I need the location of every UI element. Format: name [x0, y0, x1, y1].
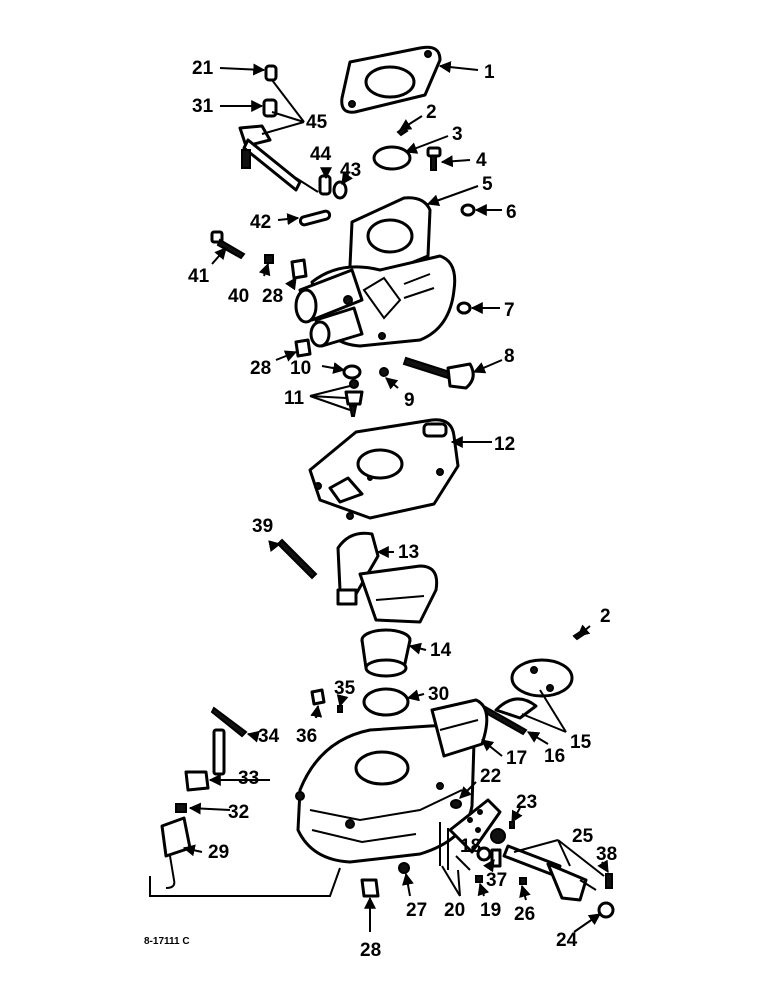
- callout-28-bottom: 28: [360, 940, 381, 961]
- part-pin-23: [509, 821, 515, 829]
- callout-31: 31: [192, 96, 214, 117]
- callout-35: 35: [334, 678, 356, 699]
- figure-code: 8-17111 C: [144, 936, 190, 947]
- part-washer: [332, 180, 348, 200]
- part-idle-screw: [210, 230, 246, 260]
- part-throttle-valve: [372, 145, 412, 171]
- part-screw-19: [475, 875, 483, 883]
- callout-17: 17: [506, 748, 527, 769]
- part-adjusting-needle: [402, 356, 475, 390]
- part-float: [336, 531, 439, 624]
- part-plug-36: [310, 688, 326, 706]
- part-spring-37: [490, 848, 502, 868]
- callout-4: 4: [476, 150, 487, 171]
- part-plug: [460, 203, 476, 217]
- callout-8: 8: [504, 346, 515, 367]
- callout-40: 40: [228, 286, 249, 307]
- callout-9: 9: [404, 390, 415, 411]
- callout-39: 39: [252, 516, 273, 537]
- callout-10: 10: [290, 358, 311, 379]
- part-plug-27: [398, 862, 410, 874]
- callout-25: 25: [572, 826, 594, 847]
- part-spring: [318, 174, 332, 196]
- callout-20: 20: [444, 900, 465, 921]
- callout-34: 34: [258, 726, 280, 747]
- part-tube-fitting: [184, 770, 210, 792]
- part-idle-tube: [212, 728, 226, 776]
- callout-14: 14: [430, 640, 452, 661]
- callout-27: 27: [406, 900, 427, 921]
- callout-1: 1: [484, 62, 495, 83]
- callout-15: 15: [570, 732, 592, 753]
- part-drain-plug: [360, 878, 380, 898]
- callout-labels: 1 2 3 4 5 6 7 8 9 10 11 12 13 14 30 2 15…: [144, 58, 617, 961]
- callout-7: 7: [504, 300, 515, 321]
- part-needle-seat: [344, 379, 364, 417]
- callout-19: 19: [480, 900, 501, 921]
- part-small-plug: [264, 254, 274, 264]
- callout-38: 38: [596, 844, 617, 865]
- callout-23: 23: [516, 792, 537, 813]
- part-venturi: [360, 628, 412, 678]
- part-pipe-plug: [290, 258, 308, 280]
- part-screw: [426, 146, 442, 171]
- callout-11: 11: [284, 388, 305, 409]
- callout-41: 41: [188, 266, 210, 287]
- callout-12: 12: [494, 434, 515, 455]
- part-washer-26: [519, 877, 527, 885]
- callout-3: 3: [452, 124, 463, 145]
- callout-30: 30: [428, 684, 449, 705]
- callout-36: 36: [296, 726, 317, 747]
- part-float-pin: [276, 538, 318, 580]
- part-needle-seat-gasket: [342, 364, 362, 380]
- part-pin-38: [605, 873, 613, 889]
- callout-28-upper: 28: [262, 286, 283, 307]
- part-ball-check: [337, 705, 343, 713]
- part-washer-22: [450, 799, 462, 809]
- part-bowl-gasket: [308, 418, 460, 520]
- callout-29: 29: [208, 842, 229, 863]
- callout-26: 26: [514, 904, 535, 925]
- callout-6: 6: [506, 202, 517, 223]
- callout-42: 42: [250, 212, 271, 233]
- part-bracket-20: [439, 822, 471, 871]
- part-pipe-plug-2: [294, 338, 312, 358]
- callout-28-mid: 28: [250, 358, 271, 379]
- leader-lines: [182, 61, 609, 933]
- part-pin: [298, 209, 332, 227]
- callout-2-choke: 2: [600, 606, 611, 627]
- part-venturi-gasket: [362, 687, 410, 717]
- part-choke-valve: [494, 658, 574, 720]
- callout-37: 37: [486, 870, 507, 891]
- callout-24: 24: [556, 930, 578, 951]
- part-small-washer: [175, 803, 187, 813]
- callout-13: 13: [398, 542, 419, 563]
- callout-2: 2: [426, 102, 437, 123]
- part-ball-23: [490, 828, 506, 844]
- part-plug-2: [456, 301, 472, 315]
- callout-33: 33: [238, 768, 259, 789]
- callout-32: 32: [228, 802, 249, 823]
- callout-43: 43: [340, 160, 361, 181]
- callout-16: 16: [544, 746, 565, 767]
- part-flange-gasket: [340, 45, 442, 114]
- part-throttle-shaft: [238, 64, 319, 193]
- bracket-line: [149, 867, 341, 897]
- callout-45: 45: [306, 112, 328, 133]
- part-choke-lever: [448, 798, 502, 854]
- part-throttle-body: [294, 196, 457, 348]
- callout-18: 18: [460, 836, 481, 857]
- part-solenoid: [160, 816, 192, 889]
- callout-21: 21: [192, 58, 214, 79]
- callout-5: 5: [482, 174, 493, 195]
- part-float-valve-pin: [210, 706, 248, 738]
- part-throttle-lever: [502, 844, 597, 902]
- callout-22: 22: [480, 766, 501, 787]
- callout-44: 44: [310, 144, 332, 165]
- part-nut-24: [597, 901, 615, 919]
- part-check-ball: [379, 367, 389, 377]
